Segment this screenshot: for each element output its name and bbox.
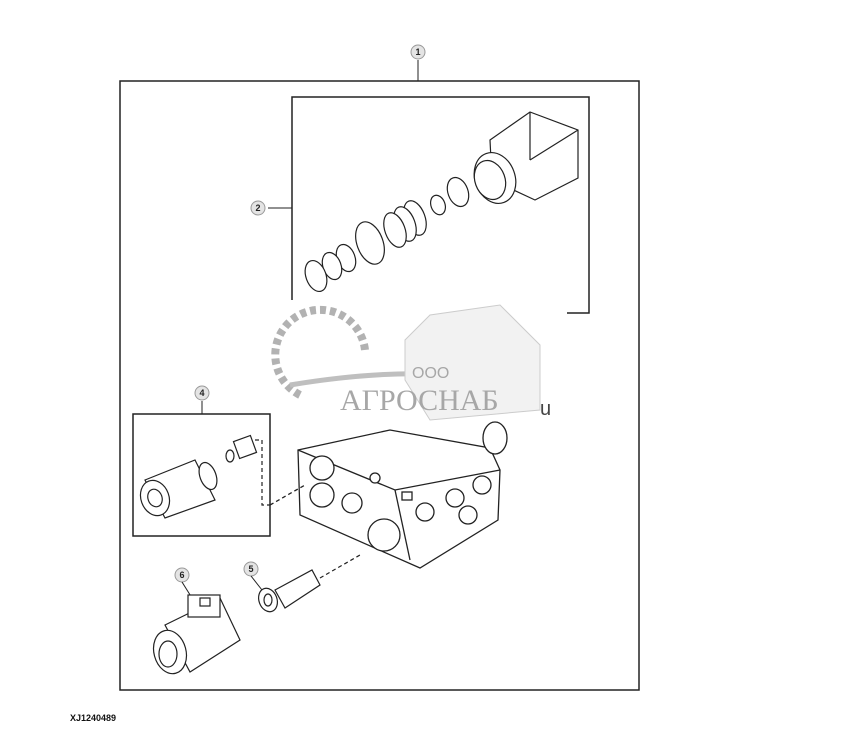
callout-6: 6 xyxy=(174,567,190,583)
seal-kit-box xyxy=(268,96,590,314)
callout-2: 2 xyxy=(250,200,266,216)
svg-text:4: 4 xyxy=(199,388,204,398)
watermark-logo: ООО АГРОСНАБ xyxy=(271,304,541,421)
svg-text:2: 2 xyxy=(255,203,260,213)
assembly-frame xyxy=(119,80,640,691)
cartridge-parts xyxy=(139,434,270,519)
svg-text:ООО: ООО xyxy=(412,365,449,382)
svg-text:5: 5 xyxy=(248,564,253,574)
callout-4: 4 xyxy=(194,385,210,401)
seal-kit-parts xyxy=(304,111,579,293)
svg-text:6: 6 xyxy=(179,570,184,580)
callout-5: 5 xyxy=(243,561,259,577)
solenoid-cartridge xyxy=(257,554,361,613)
watermark-suffix: u xyxy=(540,398,551,420)
figure-id: XJ1240489 xyxy=(70,713,117,723)
svg-text:АГРОСНАБ: АГРОСНАБ xyxy=(340,384,499,417)
valve-body xyxy=(269,421,508,569)
svg-text:1: 1 xyxy=(415,47,420,57)
callout-1: 1 xyxy=(410,44,426,60)
solenoid-coil xyxy=(152,594,241,675)
